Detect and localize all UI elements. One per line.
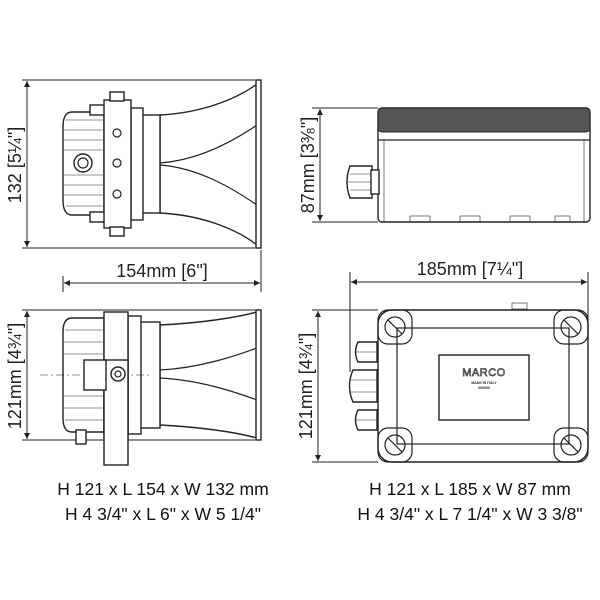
box-top-view: 121mm [4¾"] MARCO MADE IN ITALY 000000 (296, 302, 589, 463)
horn-top-view: 121mm [4¾"] (5, 309, 262, 466)
code-label: 000000 (478, 386, 490, 390)
horn-length-label: 154mm [6"] (116, 261, 207, 281)
box-length-label: 185mm [7¼"] (417, 259, 523, 279)
horn-imperial-caption: H 4 3/4" x L 6" x W 5 1/4" (65, 504, 261, 524)
horn-height-label: 132 [5¼"] (5, 127, 25, 203)
box-side-view: 87mm [3⅜"] 185mm [7¼"] (298, 107, 591, 372)
horn-metric-caption: H 121 x L 154 x W 132 mm (57, 479, 268, 499)
logo-plate (438, 354, 530, 421)
horn-top-height-label: 121mm [4¾"] (5, 323, 25, 429)
made-in-label: MADE IN ITALY (471, 381, 497, 385)
box-top-height-label: 121mm [4¾"] (296, 333, 316, 439)
box-height-label: 87mm [3⅜"] (298, 117, 318, 213)
horn-side-view: 132 [5¼"] 154mm [6"] (5, 79, 262, 292)
box-imperial-caption: H 4 3/4" x L 7 1/4" x W 3 3/8" (357, 504, 582, 524)
box-metric-caption: H 121 x L 185 x W 87 mm (369, 479, 571, 499)
marco-logo: MARCO (462, 367, 505, 379)
